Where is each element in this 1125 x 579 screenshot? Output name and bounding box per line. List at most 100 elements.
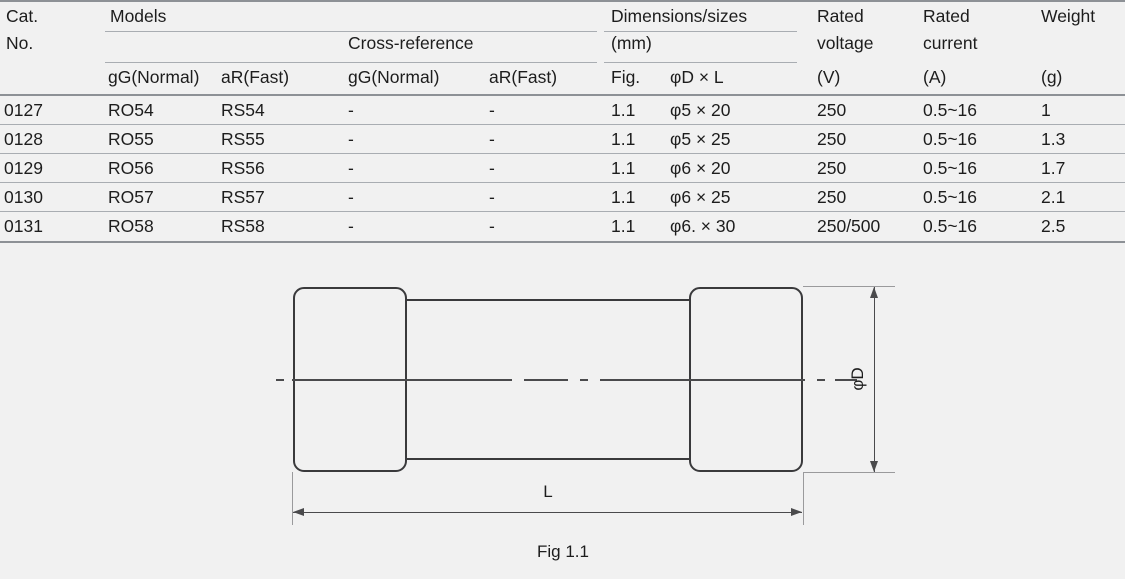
header-rated-voltage-line2: voltage <box>817 33 874 53</box>
cell-fig: 1.1 <box>611 158 636 178</box>
cell-weight: 1.7 <box>1041 158 1066 178</box>
table-top-border <box>0 0 1125 2</box>
cell-xref-gg: - <box>348 187 354 207</box>
tube-top-edge <box>403 299 695 302</box>
header-cat-no-line1: Cat. <box>6 6 39 26</box>
cell-dia-len: φ5 × 20 <box>670 100 731 120</box>
cell-fig: 1.1 <box>611 216 636 236</box>
cell-voltage: 250 <box>817 129 847 149</box>
centerline-segment <box>580 379 588 381</box>
diameter-dimension-line <box>874 287 876 472</box>
subheader-models-gg: gG(Normal) <box>108 67 200 87</box>
cell-xref-ar: - <box>489 129 495 149</box>
centerline-segment <box>817 379 825 381</box>
rule-above-dim-subheaders <box>604 62 797 63</box>
subheader-voltage-unit: (V) <box>817 67 841 87</box>
rule-under-dimensions-top <box>604 31 797 32</box>
header-cross-reference: Cross-reference <box>348 33 474 53</box>
diameter-label: φD <box>848 367 867 391</box>
cell-cat-no: 0127 <box>4 100 43 120</box>
fuse-technical-drawing: φD L Fig 1.1 <box>0 250 1125 579</box>
figure-caption: Fig 1.1 <box>537 542 589 561</box>
cell-cat-no: 0130 <box>4 187 43 207</box>
diameter-arrow-up-icon <box>870 287 878 298</box>
centerline-segment <box>600 379 805 381</box>
cell-fig: 1.1 <box>611 100 636 120</box>
header-rated-voltage-line1: Rated <box>817 6 864 26</box>
row-divider <box>0 153 1125 154</box>
subheader-diameter-length: φD × L <box>670 67 724 87</box>
cell-current: 0.5~16 <box>923 216 978 236</box>
header-models: Models <box>110 6 167 26</box>
cell-models-gg: RO55 <box>108 129 154 149</box>
cell-voltage: 250 <box>817 158 847 178</box>
header-dimensions-line2: (mm) <box>611 33 652 53</box>
diameter-extension-line-top <box>803 286 895 287</box>
row-divider <box>0 211 1125 212</box>
cell-xref-gg: - <box>348 129 354 149</box>
cell-weight: 1 <box>1041 100 1051 120</box>
cell-dia-len: φ6 × 20 <box>670 158 731 178</box>
cell-models-gg: RO57 <box>108 187 154 207</box>
cell-xref-gg: - <box>348 158 354 178</box>
header-cat-no-line2: No. <box>6 33 34 53</box>
cell-models-gg: RO58 <box>108 216 154 236</box>
length-extension-line-right <box>803 472 804 525</box>
cell-voltage: 250 <box>817 100 847 120</box>
cell-models-ar: RS56 <box>221 158 265 178</box>
centerline-segment <box>276 379 284 381</box>
table-bottom-border <box>0 241 1125 243</box>
cell-xref-gg: - <box>348 216 354 236</box>
rule-under-models <box>105 31 597 32</box>
cell-current: 0.5~16 <box>923 187 978 207</box>
rule-under-subheaders <box>0 94 1125 96</box>
cell-cat-no: 0129 <box>4 158 43 178</box>
subheader-xref-ar: aR(Fast) <box>489 67 558 87</box>
header-rated-current-line2: current <box>923 33 978 53</box>
cell-models-ar: RS55 <box>221 129 265 149</box>
cell-dia-len: φ5 × 25 <box>670 129 731 149</box>
cell-voltage: 250/500 <box>817 216 881 236</box>
cell-weight: 2.1 <box>1041 187 1066 207</box>
subheader-current-unit: (A) <box>923 67 947 87</box>
cell-models-ar: RS54 <box>221 100 265 120</box>
cell-voltage: 250 <box>817 187 847 207</box>
cell-models-ar: RS58 <box>221 216 265 236</box>
tube-bottom-edge <box>403 458 695 461</box>
row-divider <box>0 124 1125 125</box>
centerline-segment <box>524 379 568 381</box>
cell-cat-no: 0131 <box>4 216 43 236</box>
header-dimensions-line1: Dimensions/sizes <box>611 6 748 26</box>
cell-xref-ar: - <box>489 158 495 178</box>
cell-current: 0.5~16 <box>923 158 978 178</box>
header-rated-current-line1: Rated <box>923 6 970 26</box>
diameter-arrow-down-icon <box>870 461 878 472</box>
cell-current: 0.5~16 <box>923 129 978 149</box>
subheader-fig: Fig. <box>611 67 641 87</box>
cell-weight: 2.5 <box>1041 216 1066 236</box>
cell-models-gg: RO54 <box>108 100 154 120</box>
length-extension-line-left <box>292 472 293 525</box>
cell-xref-ar: - <box>489 216 495 236</box>
cell-fig: 1.1 <box>611 129 636 149</box>
cell-xref-gg: - <box>348 100 354 120</box>
cell-fig: 1.1 <box>611 187 636 207</box>
length-arrow-left-icon <box>293 508 304 516</box>
cell-models-gg: RO56 <box>108 158 154 178</box>
subheader-weight-unit: (g) <box>1041 67 1063 87</box>
length-arrow-right-icon <box>791 508 802 516</box>
cell-models-ar: RS57 <box>221 187 265 207</box>
cell-xref-ar: - <box>489 100 495 120</box>
centerline-segment <box>835 379 857 381</box>
cell-xref-ar: - <box>489 187 495 207</box>
cell-dia-len: φ6. × 30 <box>670 216 736 236</box>
diameter-extension-line-bottom <box>803 472 895 473</box>
length-label: L <box>543 482 553 501</box>
row-divider <box>0 182 1125 183</box>
centerline-segment <box>292 379 512 381</box>
rule-above-subheaders <box>105 62 597 63</box>
cell-current: 0.5~16 <box>923 100 978 120</box>
cell-dia-len: φ6 × 25 <box>670 187 731 207</box>
cell-weight: 1.3 <box>1041 129 1066 149</box>
header-weight: Weight <box>1041 6 1096 26</box>
